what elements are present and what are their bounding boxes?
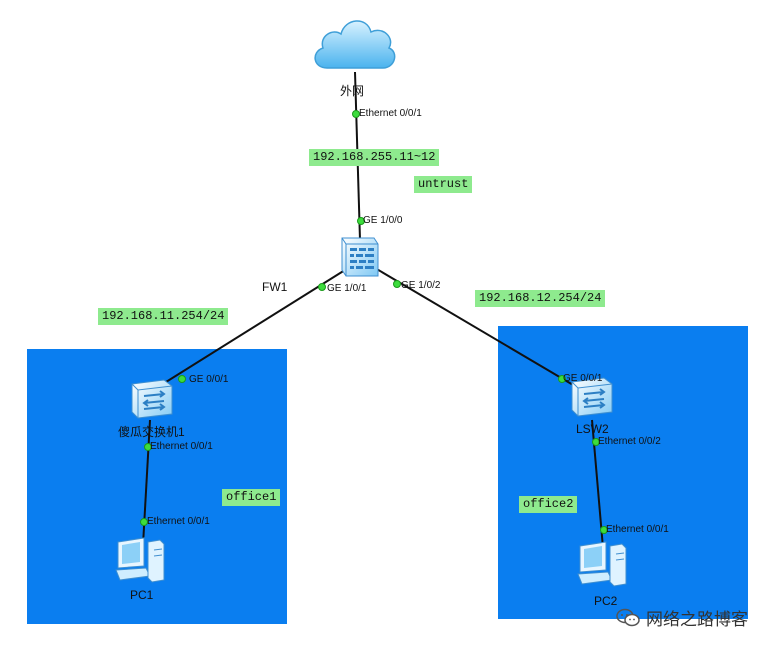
switch1-label: 傻瓜交换机1 bbox=[118, 425, 185, 439]
port-dot-fw-ge101 bbox=[318, 283, 326, 291]
port-label-fw-ge101: GE 1/0/1 bbox=[327, 283, 367, 294]
port-label-fw-ge100: GE 1/0/0 bbox=[363, 215, 403, 226]
port-dot-fw-ge102 bbox=[393, 280, 401, 288]
switch2-icon[interactable] bbox=[568, 376, 614, 418]
port-dot-pc2-eth bbox=[600, 526, 608, 534]
tag-office1: office1 bbox=[222, 489, 281, 506]
port-label-pc2-eth: Ethernet 0/0/1 bbox=[606, 524, 669, 535]
tag-net1: 192.168.11.254/24 bbox=[98, 308, 229, 325]
cloud-label: 外网 bbox=[340, 84, 365, 98]
pc1-label: PC1 bbox=[130, 588, 154, 602]
port-dot-sw2-ge bbox=[558, 375, 566, 383]
port-dot-sw1-ge bbox=[178, 375, 186, 383]
firewall-icon[interactable] bbox=[336, 236, 380, 278]
pc1-icon[interactable] bbox=[114, 536, 168, 586]
port-label-cloud-eth: Ethernet 0/0/1 bbox=[359, 108, 422, 119]
port-dot-sw2-eth bbox=[592, 438, 600, 446]
port-label-sw1-eth: Ethernet 0/0/1 bbox=[150, 441, 213, 452]
watermark: 网络之路博客 bbox=[616, 605, 748, 630]
port-dot-fw-ge100 bbox=[357, 217, 365, 225]
watermark-text: 网络之路博客 bbox=[646, 610, 748, 629]
firewall-label: FW1 bbox=[262, 280, 288, 294]
port-dot-pc1-eth bbox=[140, 518, 148, 526]
pc2-label: PC2 bbox=[594, 594, 618, 608]
tag-untrust: untrust bbox=[414, 176, 473, 193]
port-label-fw-ge102: GE 1/0/2 bbox=[401, 280, 441, 291]
port-label-pc1-eth: Ethernet 0/0/1 bbox=[147, 516, 210, 527]
switch2-label: LSW2 bbox=[576, 422, 609, 436]
tag-office2: office2 bbox=[519, 496, 578, 513]
port-label-sw1-ge: GE 0/0/1 bbox=[189, 374, 229, 385]
cloud-icon[interactable] bbox=[309, 12, 399, 74]
wechat-icon bbox=[616, 608, 640, 626]
link-fw-sw2 bbox=[374, 267, 586, 393]
tag-wan-ip: 192.168.255.11~12 bbox=[309, 149, 440, 166]
pc2-icon[interactable] bbox=[576, 540, 630, 590]
port-dot-sw1-eth bbox=[144, 443, 152, 451]
link-fw-sw1 bbox=[149, 269, 346, 393]
port-label-sw2-eth: Ethernet 0/0/2 bbox=[598, 436, 661, 447]
switch1-icon[interactable] bbox=[128, 378, 174, 420]
port-dot-cloud bbox=[352, 110, 360, 118]
tag-net2: 192.168.12.254/24 bbox=[475, 290, 606, 307]
port-label-sw2-ge: GE 0/0/1 bbox=[563, 373, 603, 384]
